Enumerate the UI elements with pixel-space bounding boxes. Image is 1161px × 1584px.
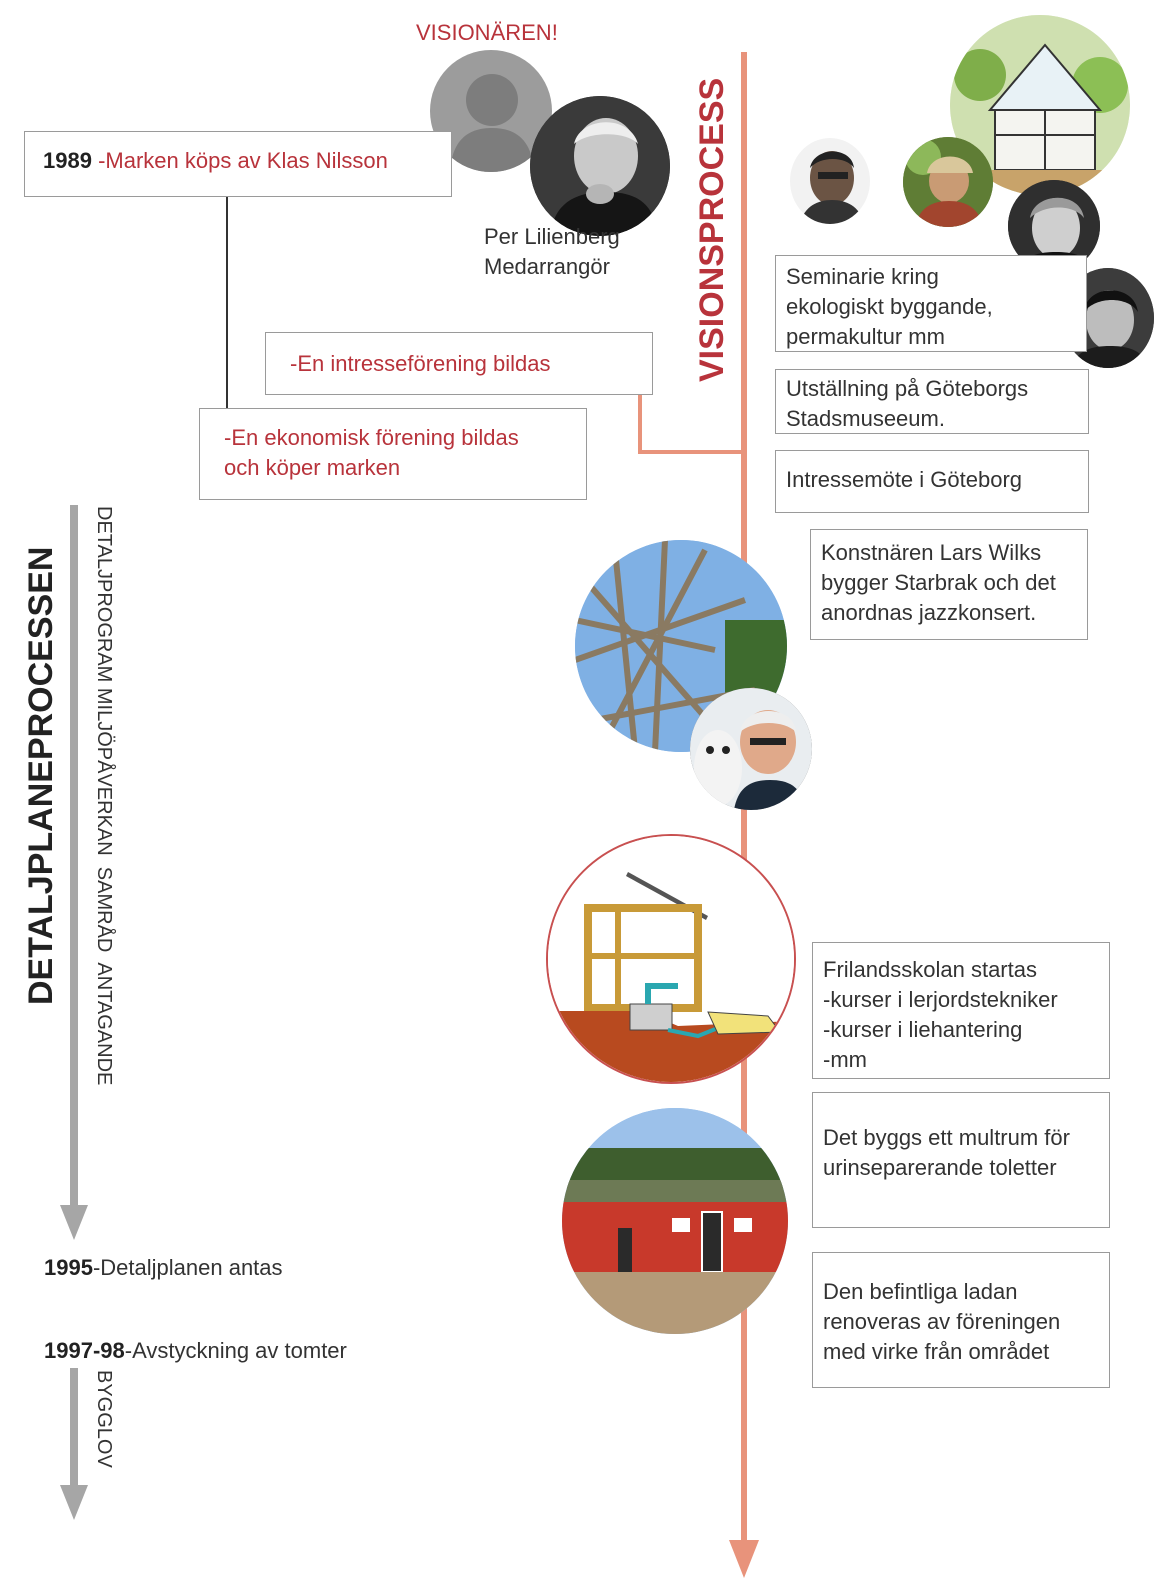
ladan-line-1: Den befintliga ladan	[823, 1279, 1018, 1304]
event-1995: 1995-Detaljplanen antas	[44, 1255, 283, 1281]
portrait-with-dog-icon	[690, 688, 812, 810]
frilands-line-2: -kurser i lerjordstekniker	[823, 987, 1058, 1012]
intressemote-line-1: Intressemöte i Göteborg	[786, 467, 1023, 492]
sculpture-photo	[575, 540, 787, 752]
utstallning-line-2: Stadsmuseeum.	[786, 406, 945, 431]
portrait-icon	[903, 137, 993, 227]
event-intressemote: Intressemöte i Göteborg	[775, 450, 1089, 513]
event-1989-text: -Marken köps av Klas Nilsson	[91, 148, 388, 173]
frilands-line-4: -mm	[823, 1047, 867, 1072]
detail-process-arrowhead	[60, 1205, 88, 1240]
event-1997-year: 1997-98	[44, 1338, 125, 1363]
vision-timeline-arrowhead	[729, 1540, 759, 1578]
visionary-label: VISIONÄREN!	[416, 20, 558, 45]
vision-axis-label: VISIONSPROCESS	[693, 77, 731, 382]
red-barn-icon	[562, 1108, 788, 1334]
wilks-line-3: anordnas jazzkonsert.	[821, 600, 1037, 625]
person-role: Medarrangör	[484, 254, 610, 279]
detail-axis-label: DETALJPLANEPROCESSEN	[22, 546, 60, 1005]
seminarie-line-2: ekologiskt byggande,	[786, 294, 993, 319]
wilks-line-2: bygger Starbrak och det	[821, 570, 1056, 595]
portrait-icon	[530, 96, 670, 236]
event-ladan: Den befintliga ladan renoveras av föreni…	[812, 1252, 1110, 1388]
bygglov-label: BYGGLOV	[93, 1370, 115, 1468]
event-wilks: Konstnären Lars Wilks bygger Starbrak oc…	[810, 529, 1088, 640]
event-1997: 1997-98-Avstyckning av tomter	[44, 1338, 347, 1364]
event-1997-text: -Avstyckning av tomter	[124, 1338, 347, 1363]
event-1995-year: 1995	[44, 1255, 93, 1280]
intresse-connector	[638, 395, 744, 454]
portrait-per-lilienberg	[530, 96, 670, 236]
event-ekonomisk-forening: -En ekonomisk förening bildas och köper …	[199, 408, 587, 500]
frilands-line-1: Frilandsskolan startas	[823, 957, 1037, 982]
person-silhouette-icon	[450, 74, 534, 172]
multrum-line-1: Det byggs ett multrum för	[823, 1125, 1070, 1150]
seminarie-line-1: Seminarie kring	[786, 264, 939, 289]
utstallning-line-1: Utställning på Göteborgs	[786, 376, 1029, 401]
barn-photo	[562, 1108, 788, 1334]
toilet-diagram	[546, 834, 796, 1084]
portrait-man-glasses	[790, 138, 870, 224]
portrait-icon	[790, 138, 870, 224]
frilands-line-3: -kurser i liehantering	[823, 1017, 1023, 1042]
ladan-line-2: renoveras av föreningen	[823, 1309, 1061, 1334]
event-1989-land-purchase: 1989 -Marken köps av Klas Nilsson	[24, 131, 452, 197]
multrum-line-2: urinseparerande toletter	[823, 1155, 1057, 1180]
portrait-lars-wilks	[690, 688, 812, 810]
bygglov-arrowhead	[60, 1485, 88, 1520]
ekonomisk-line-2: och köper marken	[224, 455, 401, 480]
person-name: Per Lilienberg	[484, 224, 620, 249]
event-1995-text: -Detaljplanen antas	[92, 1255, 283, 1280]
ekonomisk-line-1: -En ekonomisk förening bildas	[224, 425, 519, 450]
wilks-line-1: Konstnären Lars Wilks	[821, 540, 1042, 565]
detail-steps-label: DETALJPROGRAM MILJÖPÅVERKAN SAMRÅD ANTAG…	[93, 506, 115, 1086]
ladan-line-3: med virke från området	[823, 1339, 1050, 1364]
event-seminarie: Seminarie kring ekologiskt byggande, per…	[775, 255, 1087, 352]
event-1989-year: 1989	[43, 148, 92, 173]
seminarie-line-3: permakultur mm	[786, 324, 945, 349]
event-frilandsskolan: Frilandsskolan startas -kurser i lerjord…	[812, 942, 1110, 1079]
event-utstallning: Utställning på Göteborgs Stadsmuseeum.	[775, 369, 1089, 434]
portrait-gardener	[903, 137, 993, 227]
event-multrum: Det byggs ett multrum för urinseparerand…	[812, 1092, 1110, 1228]
compost-toilet-diagram-icon	[548, 836, 794, 1082]
event-intresseforening: -En intresseförening bildas	[265, 332, 653, 395]
